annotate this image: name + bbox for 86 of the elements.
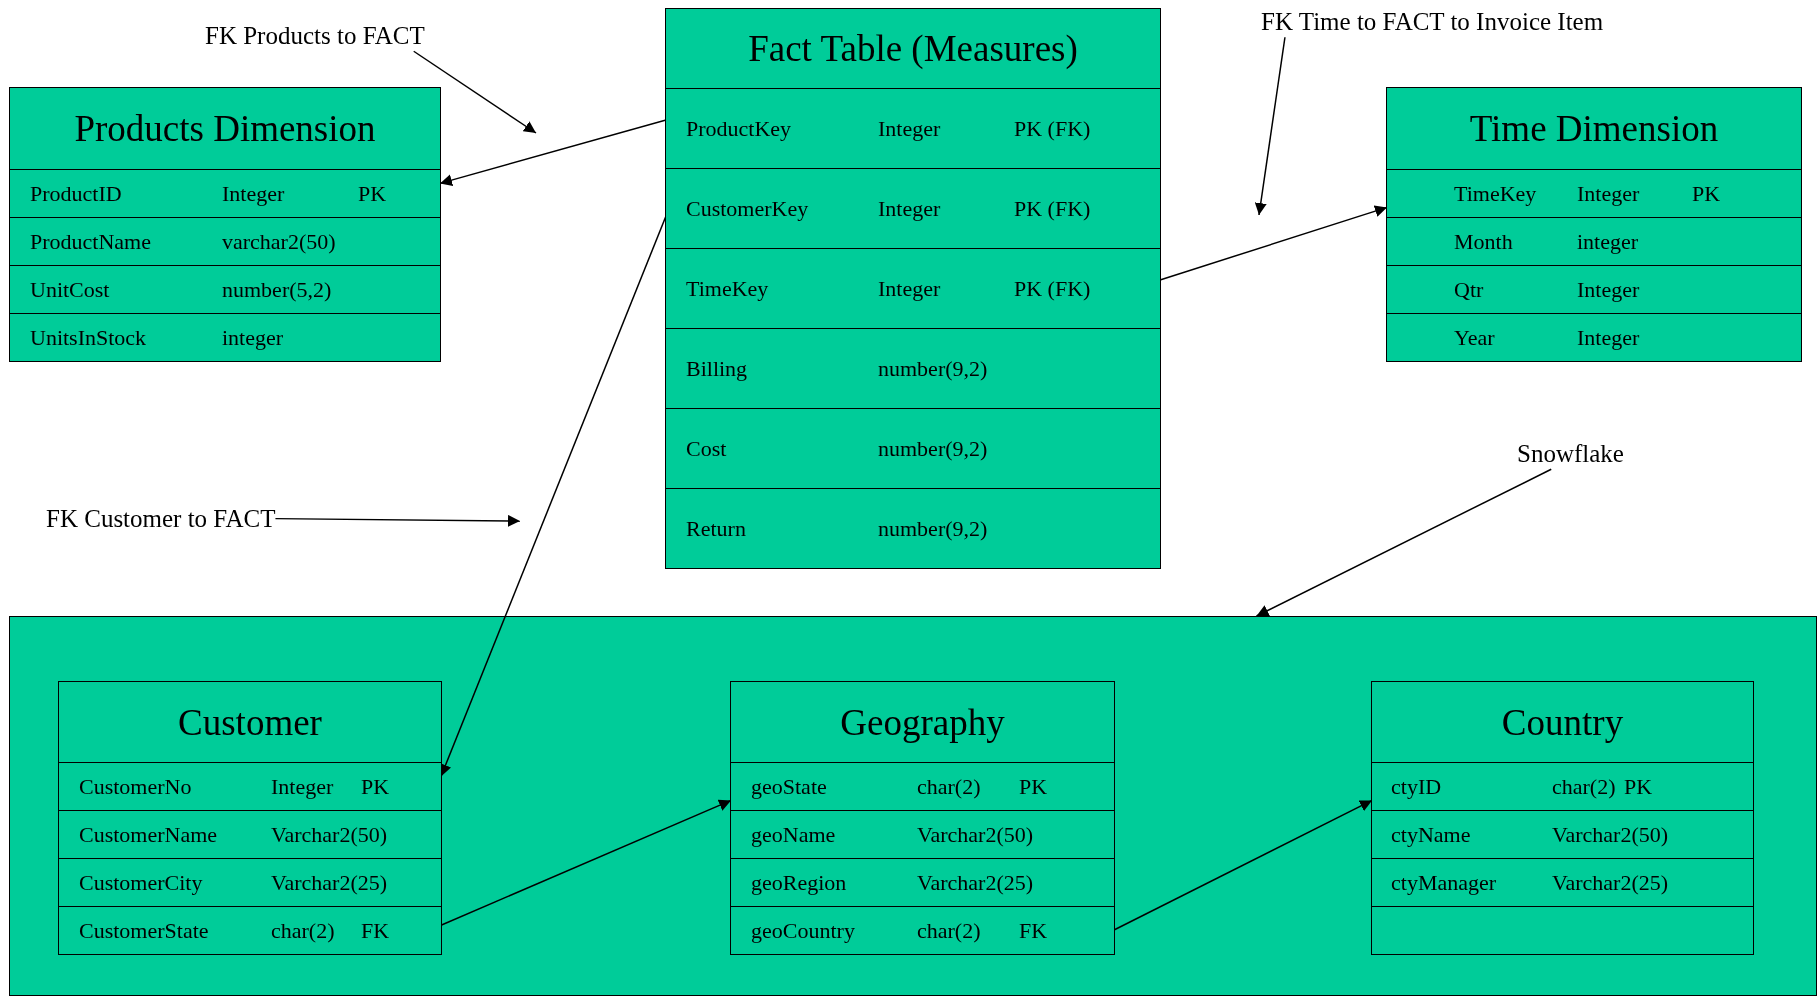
data-type: Integer — [878, 277, 941, 300]
data-type: Integer — [1577, 326, 1640, 349]
table-box — [730, 681, 1115, 955]
key-constraint: PK — [1624, 775, 1653, 798]
column-name: UnitCost — [30, 278, 110, 301]
table-title: Fact Table (Measures) — [748, 30, 1078, 67]
column-name: ProductID — [30, 182, 122, 205]
table-title: Products Dimension — [74, 110, 376, 147]
table-title: Customer — [178, 703, 322, 741]
data-type: Integer — [878, 117, 941, 140]
table-box — [58, 681, 442, 955]
column-name: ProductName — [30, 230, 151, 253]
arrow — [1254, 36, 1286, 216]
table-title: Geography — [840, 703, 1005, 741]
column-name: CustomerKey — [686, 197, 809, 220]
arrow — [1113, 799, 1373, 931]
column-name: UnitsInStock — [30, 326, 147, 349]
column-name: Qtr — [1454, 278, 1484, 301]
table-box — [1371, 681, 1754, 955]
data-type: number(9,2) — [878, 357, 988, 380]
column-name: Cost — [686, 437, 727, 460]
column-name: CustomerName — [79, 823, 218, 846]
arrow — [439, 119, 667, 186]
data-type: char(2) — [917, 919, 981, 942]
key-constraint: PK — [358, 182, 387, 205]
data-type: Integer — [878, 197, 941, 220]
key-constraint: PK — [1019, 775, 1048, 798]
table-box — [1386, 87, 1802, 362]
data-type: char(2) — [1552, 775, 1616, 798]
column-name: ctyID — [1391, 775, 1442, 798]
column-name: CustomerNo — [79, 775, 192, 798]
column-name: CustomerState — [79, 919, 209, 942]
data-type: Integer — [1577, 278, 1640, 301]
annotation-text: FK Time to FACT to Invoice Item — [1261, 7, 1604, 37]
table-title: Country — [1501, 703, 1624, 741]
data-type: varchar2(50) — [222, 230, 336, 253]
data-type: char(2) — [271, 919, 335, 942]
arrow — [440, 799, 732, 926]
data-type: number(5,2) — [222, 278, 332, 301]
data-type: integer — [222, 326, 284, 349]
data-type: Integer — [271, 775, 334, 798]
data-type: Integer — [1577, 182, 1640, 205]
column-name: geoRegion — [751, 871, 847, 894]
snowflake-group-panel — [9, 616, 1817, 996]
key-constraint: PK (FK) — [1014, 197, 1091, 220]
key-constraint: FK — [1019, 919, 1048, 942]
column-name: Month — [1454, 230, 1513, 253]
data-type: number(9,2) — [878, 517, 988, 540]
arrow — [1255, 468, 1552, 617]
data-type: Varchar2(50) — [917, 823, 1034, 846]
column-name: TimeKey — [1454, 182, 1537, 205]
key-constraint: PK — [361, 775, 390, 798]
arrow — [1159, 205, 1388, 281]
table-box — [9, 87, 441, 362]
column-name: ctyManager — [1391, 871, 1497, 894]
column-name: ProductKey — [686, 117, 792, 140]
table-box — [665, 8, 1161, 569]
column-name: ctyName — [1391, 823, 1471, 846]
data-type: Varchar2(25) — [1552, 871, 1669, 894]
key-constraint: FK — [361, 919, 390, 942]
data-type: Integer — [222, 182, 285, 205]
column-name: TimeKey — [686, 277, 769, 300]
arrow — [439, 215, 667, 778]
arrow — [274, 514, 521, 527]
data-type: Varchar2(25) — [271, 871, 388, 894]
data-type: Varchar2(50) — [1552, 823, 1669, 846]
arrow — [412, 50, 537, 134]
key-constraint: PK (FK) — [1014, 117, 1091, 140]
column-name: Billing — [686, 357, 748, 380]
data-type: Varchar2(25) — [917, 871, 1034, 894]
table-title: Time Dimension — [1469, 110, 1719, 147]
data-type: char(2) — [917, 775, 981, 798]
annotation-text: FK Customer to FACT — [46, 504, 276, 534]
column-name: geoName — [751, 823, 836, 846]
column-name: geoCountry — [751, 919, 855, 942]
annotation-text: FK Products to FACT — [205, 21, 425, 51]
column-name: Year — [1454, 326, 1495, 349]
key-constraint: PK (FK) — [1014, 277, 1091, 300]
data-type: Varchar2(50) — [271, 823, 388, 846]
data-type: integer — [1577, 230, 1639, 253]
data-type: number(9,2) — [878, 437, 988, 460]
annotation-text: Snowflake — [1517, 439, 1624, 469]
key-constraint: PK — [1692, 182, 1721, 205]
column-name: geoState — [751, 775, 827, 798]
column-name: CustomerCity — [79, 871, 203, 894]
column-name: Return — [686, 517, 746, 540]
